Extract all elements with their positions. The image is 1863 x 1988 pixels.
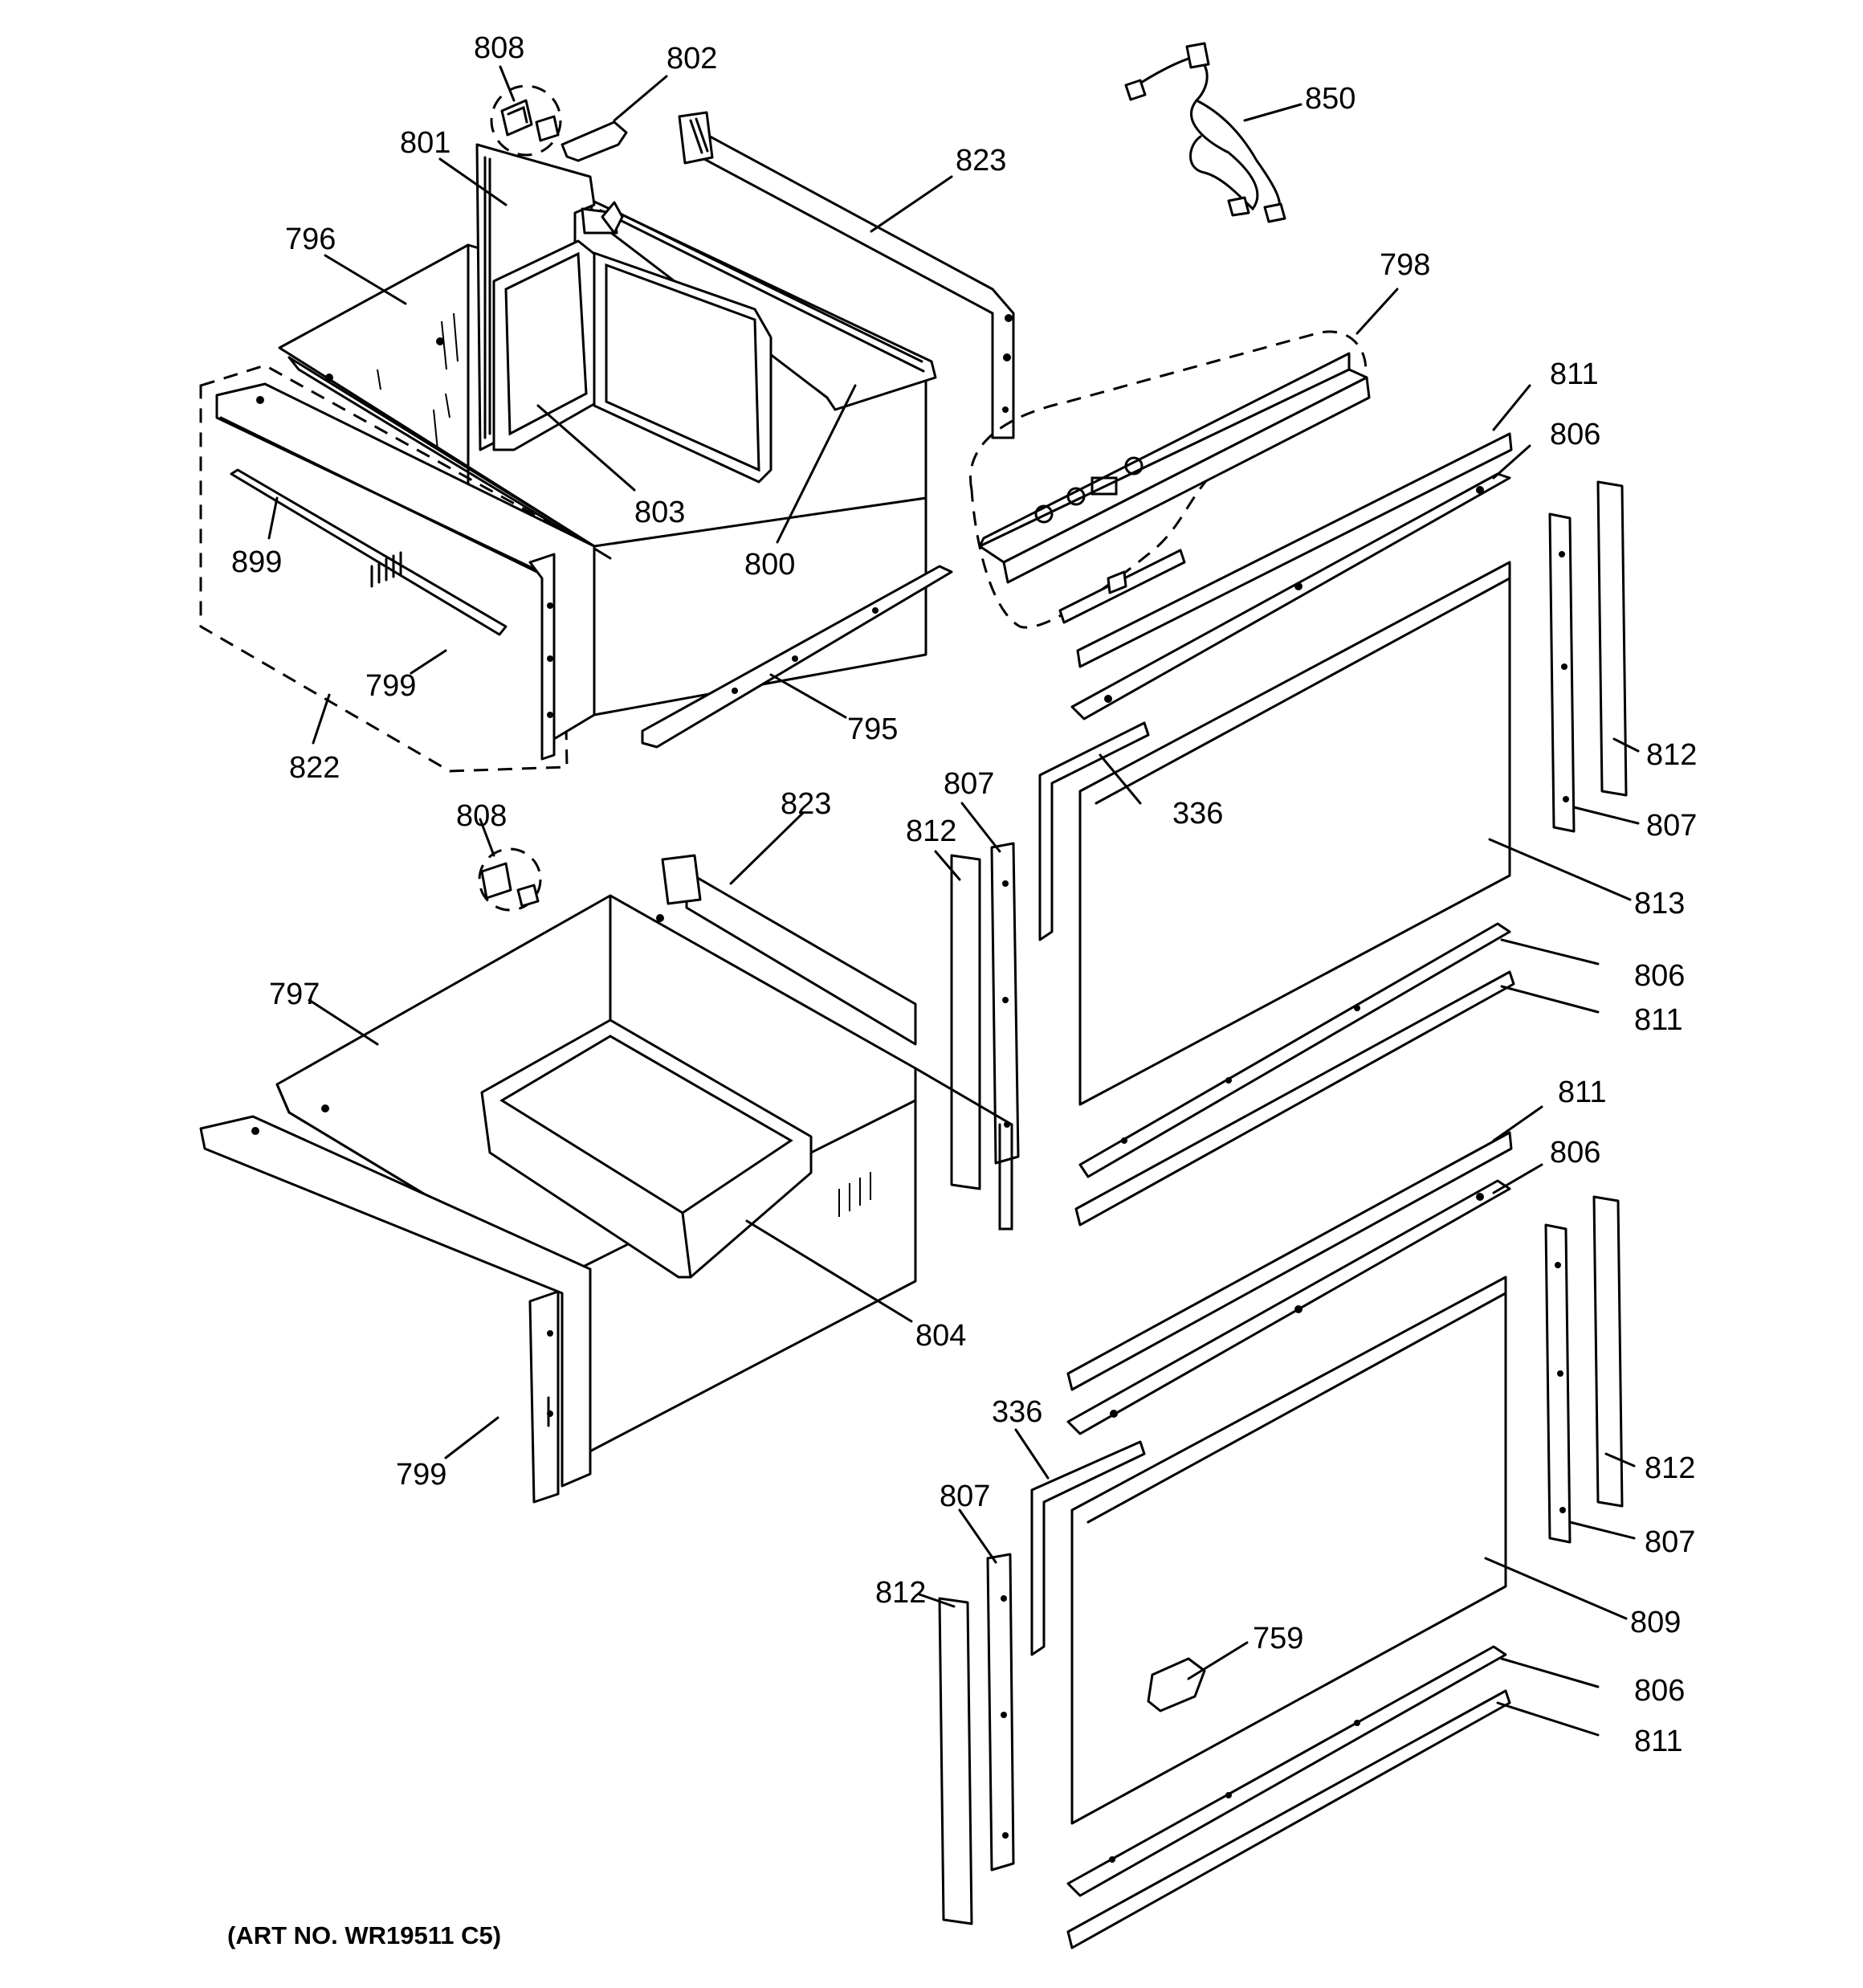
callout-806-c: 806 — [1550, 1136, 1600, 1170]
lower-right-strip-812 — [1592, 1195, 1624, 1508]
callout-759: 759 — [1253, 1622, 1303, 1655]
lower-bottom-channel-806 — [1066, 1645, 1507, 1897]
lower-right-bracket-807 — [1544, 1223, 1572, 1544]
upper-left-bracket-807 — [990, 842, 1020, 1165]
lower-drawer-front-panel — [199, 1115, 592, 1488]
callout-812-b: 812 — [906, 814, 956, 848]
upper-door-panel — [1078, 561, 1511, 1106]
wire-harness — [1124, 42, 1286, 223]
upper-drawer-bracket — [561, 120, 628, 162]
upper-drawer-assembly — [199, 84, 1015, 773]
callout-806-b: 806 — [1634, 959, 1685, 993]
lower-drawer-basket — [480, 1018, 813, 1279]
callout-812-a: 812 — [1646, 738, 1697, 772]
upper-drawer-rail — [691, 125, 1015, 439]
callout-labels: 808 802 801 796 823 850 798 803 800 899 … — [231, 31, 1697, 1758]
callout-823-lower: 823 — [781, 787, 831, 821]
art-number-caption: (ART NO. WR19511 C5) — [227, 1921, 502, 1949]
callout-801: 801 — [400, 126, 450, 160]
callout-823-upper: 823 — [956, 144, 1006, 178]
callout-806-a: 806 — [1550, 418, 1600, 451]
callout-808-lower: 808 — [456, 799, 507, 833]
callout-799-upper: 799 — [365, 669, 416, 703]
upper-trim-strip-811 — [1076, 432, 1513, 668]
callout-804: 804 — [915, 1319, 966, 1353]
callout-811-a: 811 — [1550, 357, 1599, 391]
control-panel-assembly — [969, 330, 1371, 629]
callout-811-d: 811 — [1634, 1725, 1683, 1758]
callout-807-a: 807 — [1646, 809, 1697, 843]
upper-bottom-channel-806 — [1078, 922, 1511, 1178]
upper-door-gasket — [1038, 721, 1150, 941]
upper-bottom-trim-811 — [1074, 970, 1515, 1227]
callout-798: 798 — [1380, 248, 1430, 282]
lower-top-channel-806 — [1066, 1179, 1511, 1435]
upper-door-panel-assembly — [950, 432, 1628, 1227]
upper-drawer-handle-strip — [230, 468, 508, 636]
callout-807-c: 807 — [940, 1480, 990, 1513]
callout-802: 802 — [667, 42, 717, 76]
callout-796: 796 — [285, 222, 336, 256]
callout-813: 813 — [1634, 887, 1685, 921]
callout-807-d: 807 — [1645, 1525, 1695, 1559]
lower-left-strip-812 — [938, 1597, 973, 1925]
leader-lines — [267, 65, 1640, 1737]
callout-799-lower: 799 — [396, 1458, 446, 1492]
lower-bottom-trim-811 — [1066, 1689, 1511, 1949]
callout-850: 850 — [1305, 82, 1355, 116]
upper-channel-806 — [1070, 472, 1511, 720]
lower-top-trim-811 — [1066, 1131, 1513, 1391]
lower-left-bracket-807 — [986, 1553, 1015, 1872]
upper-front-panel-group-outline — [199, 364, 569, 773]
callout-809: 809 — [1630, 1606, 1681, 1639]
callout-800: 800 — [744, 548, 795, 582]
callout-811-b: 811 — [1634, 1003, 1683, 1037]
callout-807-b: 807 — [944, 767, 994, 801]
callout-812-c: 812 — [875, 1576, 926, 1610]
upper-right-strip-812 — [1596, 480, 1628, 797]
callout-336-lower: 336 — [992, 1395, 1042, 1429]
callout-803: 803 — [634, 496, 685, 529]
callout-797: 797 — [269, 978, 320, 1011]
callout-806-d: 806 — [1634, 1674, 1685, 1708]
lower-drawer-assembly — [199, 847, 1013, 1504]
callout-899: 899 — [231, 545, 282, 579]
callout-811-c: 811 — [1558, 1076, 1607, 1109]
callout-808-upper: 808 — [474, 31, 524, 65]
lower-door-badge-759 — [1147, 1657, 1206, 1712]
callout-336-upper: 336 — [1172, 797, 1223, 831]
lower-drawer-latch — [480, 862, 512, 900]
upper-drawer-latch — [500, 99, 533, 137]
lower-door-panel-assembly — [938, 1131, 1624, 1949]
callout-812-d: 812 — [1645, 1451, 1695, 1485]
callout-822: 822 — [289, 751, 340, 785]
lower-door-gasket — [1030, 1440, 1146, 1656]
upper-left-strip-812 — [950, 854, 981, 1190]
upper-right-bracket-807 — [1548, 512, 1576, 833]
callout-795: 795 — [847, 712, 898, 746]
